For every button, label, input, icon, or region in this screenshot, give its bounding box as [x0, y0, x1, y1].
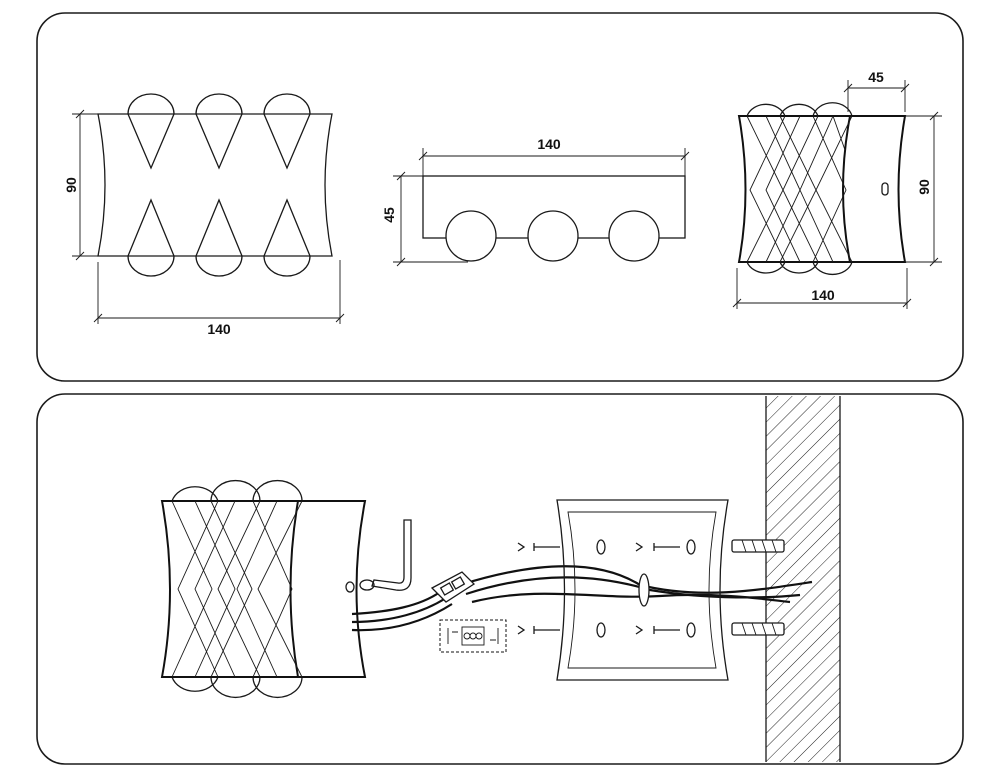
- terminal-block: [430, 571, 507, 653]
- front-height-label: 90: [63, 177, 79, 193]
- side-depth-label: 45: [868, 69, 884, 85]
- top-view: 140 45: [381, 136, 690, 267]
- front-view: 90 140: [63, 93, 345, 337]
- side-width-label: 140: [811, 287, 835, 303]
- top-depth-label: 45: [381, 207, 397, 223]
- wires: [351, 565, 813, 632]
- installation-panel: [36, 393, 964, 765]
- allen-key: [371, 519, 412, 591]
- wall: [765, 396, 841, 762]
- dimensions-panel: [36, 12, 964, 382]
- lamp-body: [160, 480, 375, 698]
- mounting-plate: [556, 499, 729, 681]
- side-view: 45 90 140: [732, 69, 942, 309]
- top-width-label: 140: [537, 136, 561, 152]
- screws: [517, 542, 680, 635]
- side-height-label: 90: [916, 179, 932, 195]
- front-width-label: 140: [207, 321, 231, 337]
- wall-plugs: [731, 539, 785, 636]
